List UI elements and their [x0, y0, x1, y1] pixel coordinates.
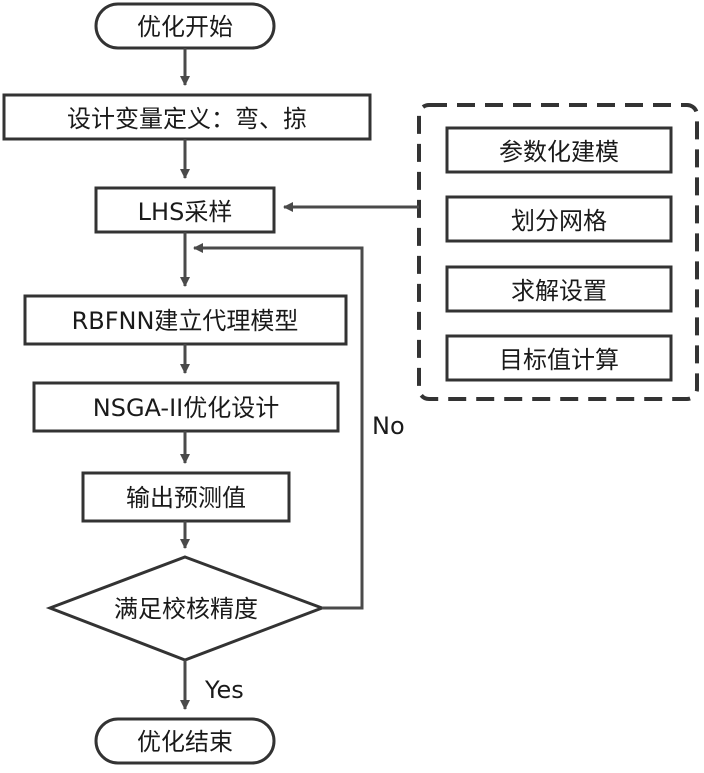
side-step-objective-calc: 目标值计算	[445, 334, 673, 382]
check-label: 满足校核精度	[114, 595, 258, 623]
side-step-label: 划分网格	[511, 207, 607, 235]
rbfnn-label: RBFNN建立代理模型	[72, 307, 299, 335]
side-step-mesh: 划分网格	[445, 195, 673, 243]
side-step-solver-settings: 求解设置	[445, 265, 673, 313]
start-label: 优化开始	[137, 13, 233, 41]
no-label: No	[372, 412, 405, 440]
edge-check-loop-back	[193, 243, 364, 610]
side-step-label: 求解设置	[511, 277, 607, 305]
start-node: 优化开始	[94, 2, 276, 50]
side-step-label: 目标值计算	[499, 346, 619, 374]
lhs-node: LHS采样	[94, 186, 276, 234]
define-vars-label: 设计变量定义：弯、掠	[67, 105, 307, 133]
end-label: 优化结束	[137, 728, 233, 756]
nsga-label: NSGA-II优化设计	[93, 394, 280, 422]
rbfnn-node: RBFNN建立代理模型	[23, 294, 348, 346]
lhs-label: LHS采样	[138, 198, 233, 226]
side-step-parametric-modeling: 参数化建模	[445, 126, 673, 174]
side-process-group: 参数化建模 划分网格 求解设置 目标值计算	[417, 103, 699, 401]
end-node: 优化结束	[94, 717, 276, 765]
side-step-label: 参数化建模	[499, 138, 619, 166]
nsga-node: NSGA-II优化设计	[32, 381, 340, 433]
yes-label: Yes	[204, 676, 244, 704]
output-node: 输出预测值	[81, 471, 291, 523]
check-decision: 满足校核精度	[45, 555, 327, 662]
output-label: 输出预测值	[126, 484, 246, 512]
define-vars-node: 设计变量定义：弯、掠	[2, 93, 372, 141]
